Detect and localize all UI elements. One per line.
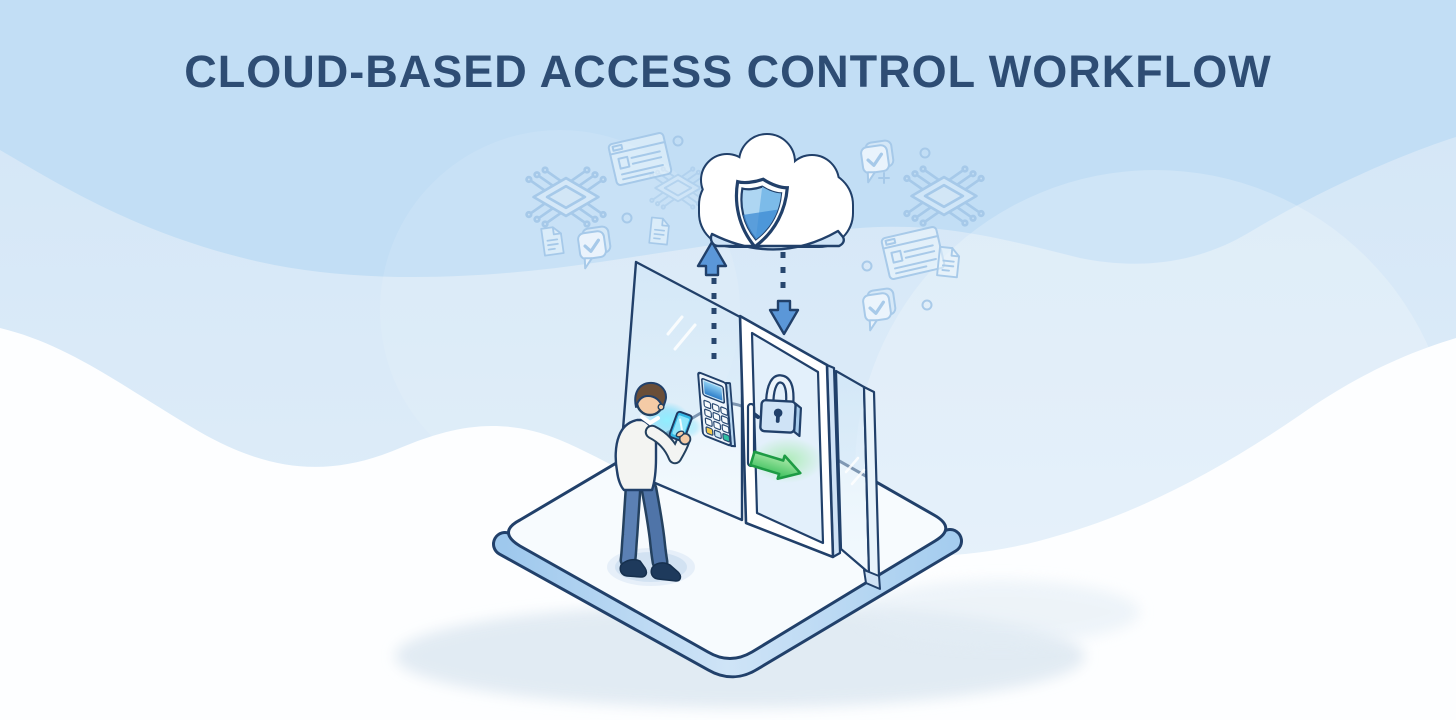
person-thumb	[675, 430, 685, 438]
person-shoe	[619, 558, 648, 578]
keypad-reader	[697, 371, 736, 448]
key-yellow	[705, 426, 714, 436]
person-arm	[646, 426, 689, 463]
keypad-keys	[703, 399, 731, 443]
glass-reflection	[666, 315, 684, 336]
top-wave	[0, 0, 1456, 278]
downlink-arrowhead	[768, 299, 800, 336]
person-collar	[640, 415, 660, 426]
person-hair	[634, 381, 667, 409]
platform-side	[495, 531, 960, 676]
glass-reflection	[850, 468, 866, 486]
person-shoe	[650, 562, 682, 582]
cloud-depth-face	[709, 229, 845, 251]
side-glass-panel	[834, 369, 881, 590]
glass-reflection	[673, 323, 697, 351]
plus-icon	[878, 172, 890, 184]
person	[614, 381, 693, 582]
person-hand	[678, 432, 692, 446]
uplink-arrowhead	[696, 240, 728, 277]
platform-shadow-right	[860, 580, 1140, 644]
panel-foot	[863, 569, 881, 590]
person-leg	[643, 483, 666, 568]
padlock	[759, 374, 803, 438]
page-title: CLOUD-BASED ACCESS CONTROL WORKFLOW	[184, 46, 1272, 97]
uplink-dashed-arrow	[696, 240, 728, 366]
keypad-screen	[703, 381, 723, 401]
security-cloud	[698, 133, 854, 251]
keyhole	[773, 408, 783, 418]
downlink-dashed-arrow	[768, 252, 800, 336]
key-teal	[722, 432, 731, 443]
floating-icons	[525, 131, 985, 333]
entry-arrow	[749, 437, 823, 483]
glass-reflection	[844, 456, 860, 474]
person-ear	[657, 403, 665, 411]
shield	[734, 177, 790, 249]
shackle	[767, 376, 793, 404]
person-leg	[622, 483, 639, 566]
